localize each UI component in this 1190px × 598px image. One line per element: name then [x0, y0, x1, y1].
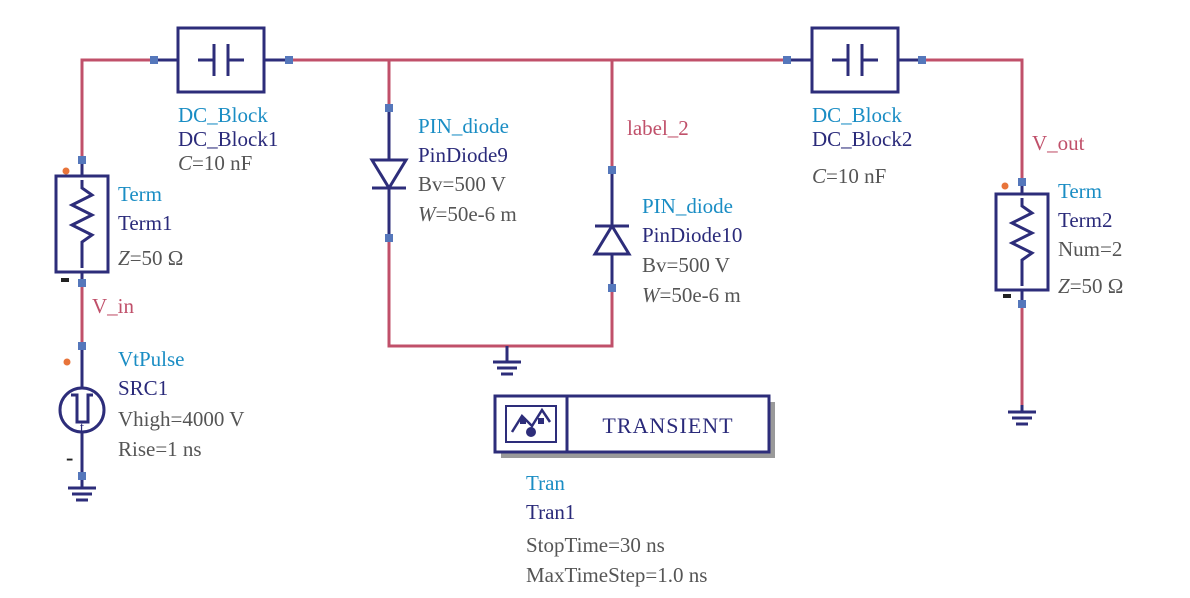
pin-icon[interactable]	[78, 279, 86, 287]
tran-max-time-step: MaxTimeStep=1.0 ns	[526, 563, 707, 587]
vtpulse-src1[interactable]: t -	[58, 342, 106, 488]
minus-icon	[61, 278, 69, 282]
src1-rise: Rise=1 ns	[118, 437, 202, 461]
resistor-icon	[68, 180, 96, 268]
pin-icon[interactable]	[78, 156, 86, 164]
pin-diode9-bv: Bv=500 V	[418, 172, 506, 196]
pin-icon[interactable]	[783, 56, 791, 64]
wire-label-2[interactable]: label_2	[627, 116, 689, 140]
dc-block1-type: DC_Block	[178, 103, 268, 127]
tran-type: Tran	[526, 471, 565, 495]
dc-block1-capacitance: C=10 nF	[178, 151, 252, 175]
transient-controller[interactable]: TRANSIENT	[493, 394, 775, 458]
pin-icon[interactable]	[385, 104, 393, 112]
dc-block2-capacitance: C=10 nF	[812, 164, 886, 188]
ground-right-icon	[1008, 405, 1036, 426]
term2[interactable]	[994, 178, 1050, 308]
diode-icon	[592, 223, 632, 256]
term2-type: Term	[1058, 179, 1102, 203]
pin-diode10[interactable]	[592, 166, 632, 292]
wire-top-right[interactable]	[922, 58, 1024, 182]
src1-instance: SRC1	[118, 376, 168, 400]
wire-bottom-loop[interactable]	[387, 238, 614, 348]
pin-icon[interactable]	[385, 234, 393, 242]
tran-instance: Tran1	[526, 500, 575, 524]
pulse-icon	[71, 393, 93, 424]
pin-icon[interactable]	[78, 472, 86, 480]
time-glyph: t	[80, 420, 85, 436]
dc-block1-instance: DC_Block1	[178, 127, 278, 151]
wire-label-v-in[interactable]: V_in	[92, 294, 135, 318]
dc-block2[interactable]	[783, 26, 926, 94]
pin-icon[interactable]	[285, 56, 293, 64]
dc-block1-body[interactable]	[176, 26, 266, 94]
pin-diode10-width: W=50e-6 m	[642, 283, 741, 307]
pin-icon[interactable]	[1018, 178, 1026, 186]
pin-diode9[interactable]	[369, 104, 409, 242]
pin-icon[interactable]	[78, 342, 86, 350]
port-dot-icon	[1001, 182, 1009, 190]
resistor-icon	[1008, 198, 1036, 286]
term2-impedance: Z=50 Ω	[1058, 274, 1123, 298]
dc-block2-instance: DC_Block2	[812, 127, 912, 151]
pin-diode10-type: PIN_diode	[642, 194, 733, 218]
ground-mid-icon	[493, 346, 521, 376]
term1-impedance: Z=50 Ω	[118, 246, 183, 270]
pin-icon[interactable]	[918, 56, 926, 64]
wire-top-left[interactable]	[80, 58, 153, 160]
wire-label-v-out[interactable]: V_out	[1032, 131, 1085, 155]
dc-block1[interactable]	[150, 26, 293, 94]
transient-icon	[505, 405, 557, 443]
term2-num: Num=2	[1058, 237, 1122, 261]
dc-block2-body[interactable]	[810, 26, 900, 94]
pin-icon[interactable]	[608, 284, 616, 292]
term1-instance: Term1	[118, 211, 173, 235]
term2-instance: Term2	[1058, 208, 1113, 232]
pin-diode10-bv: Bv=500 V	[642, 253, 730, 277]
term1[interactable]	[54, 156, 110, 287]
minus-sign: -	[66, 445, 73, 470]
tran-stop-time: StopTime=30 ns	[526, 533, 665, 557]
port-dot-icon	[63, 358, 71, 366]
transient-label: TRANSIENT	[602, 413, 733, 438]
pin-diode9-instance: PinDiode9	[418, 143, 508, 167]
ground-left-icon	[68, 486, 96, 502]
wires	[80, 58, 1024, 405]
src1-type: VtPulse	[118, 347, 185, 371]
pin-icon[interactable]	[1018, 300, 1026, 308]
minus-icon	[1003, 294, 1011, 298]
diode-icon	[369, 158, 409, 191]
pin-diode9-width: W=50e-6 m	[418, 202, 517, 226]
src1-vhigh: Vhigh=4000 V	[118, 407, 244, 431]
pin-diode10-instance: PinDiode10	[642, 223, 742, 247]
port-dot-icon	[62, 167, 70, 175]
dc-block2-type: DC_Block	[812, 103, 902, 127]
pin-diode9-type: PIN_diode	[418, 114, 509, 138]
term1-type: Term	[118, 182, 162, 206]
pin-icon[interactable]	[608, 166, 616, 174]
pin-icon[interactable]	[150, 56, 158, 64]
